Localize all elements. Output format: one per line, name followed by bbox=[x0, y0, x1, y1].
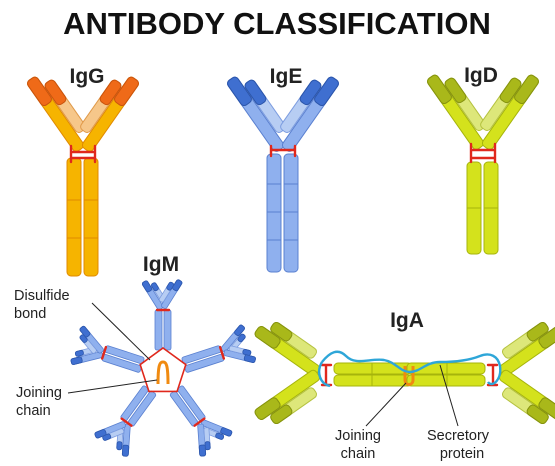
ige-antibody: IgE bbox=[227, 65, 339, 273]
iga-antibody: IgA bbox=[254, 309, 555, 425]
annotation-disulfide-bond: Disulfide bond bbox=[14, 288, 151, 361]
igm-joining-chain-line1: Joining bbox=[16, 385, 62, 401]
svg-text:Joining: Joining bbox=[16, 385, 62, 401]
igm-joining-chain-line2: chain bbox=[16, 403, 51, 419]
svg-text:chain: chain bbox=[341, 446, 376, 462]
annotation-igm-joining-chain: Joining chain bbox=[16, 379, 158, 419]
annotation-iga-joining-chain: Joining chain bbox=[335, 382, 407, 462]
igg-label: IgG bbox=[70, 65, 105, 88]
ige-label: IgE bbox=[270, 65, 303, 88]
annotation-secretory-protein: Secretory protein bbox=[427, 364, 490, 462]
igd-right-arm bbox=[480, 74, 539, 150]
secretory-protein-line1: Secretory bbox=[427, 428, 490, 444]
igd-left-arm bbox=[427, 74, 486, 150]
igm-monomer bbox=[169, 385, 233, 457]
iga-joining-chain-line1: Joining bbox=[335, 428, 381, 444]
svg-text:chain: chain bbox=[16, 403, 51, 419]
iga-label: IgA bbox=[390, 309, 424, 332]
svg-text:protein: protein bbox=[440, 446, 484, 462]
igd-label: IgD bbox=[464, 64, 498, 87]
igm-monomer bbox=[70, 325, 145, 373]
igm-disulfide-ring bbox=[139, 347, 187, 393]
iga-joining-chain bbox=[403, 366, 415, 386]
igg-antibody: IgG bbox=[27, 65, 139, 277]
page-title: ANTIBODY CLASSIFICATION bbox=[63, 6, 491, 41]
secretory-protein-line2: protein bbox=[440, 446, 484, 462]
igm-label: IgM bbox=[143, 253, 179, 276]
igd-stem bbox=[466, 161, 499, 255]
igd-antibody: IgD bbox=[427, 64, 539, 255]
svg-text:Secretory: Secretory bbox=[427, 428, 490, 444]
svg-text:bond: bond bbox=[14, 306, 46, 322]
disulfide-bond-line1: Disulfide bbox=[14, 288, 70, 304]
svg-text:Joining: Joining bbox=[335, 428, 381, 444]
iga-left-monomer bbox=[254, 321, 413, 425]
igm-antibody: IgM bbox=[70, 253, 256, 457]
ige-disulfide-bonds bbox=[269, 144, 297, 158]
igd-disulfide-bonds bbox=[469, 142, 497, 164]
iga-secretory-protein-tail bbox=[318, 361, 331, 388]
ige-right-arm bbox=[280, 76, 339, 152]
igg-stem bbox=[66, 157, 99, 277]
iga-right-monomer bbox=[406, 321, 555, 425]
igg-disulfide-bonds bbox=[69, 144, 97, 164]
iga-secretory-protein bbox=[321, 350, 502, 386]
svg-text:Disulfide: Disulfide bbox=[14, 288, 70, 304]
igm-monomer bbox=[181, 324, 256, 373]
disulfide-bond-line2: bond bbox=[14, 306, 46, 322]
igg-left-arm bbox=[27, 76, 86, 152]
iga-joining-chain-line2: chain bbox=[341, 446, 376, 462]
igm-monomer bbox=[141, 279, 183, 351]
igm-joining-chain bbox=[156, 360, 170, 385]
igm-monomer bbox=[94, 385, 157, 457]
igg-right-arm bbox=[80, 76, 139, 152]
ige-stem bbox=[266, 153, 299, 273]
